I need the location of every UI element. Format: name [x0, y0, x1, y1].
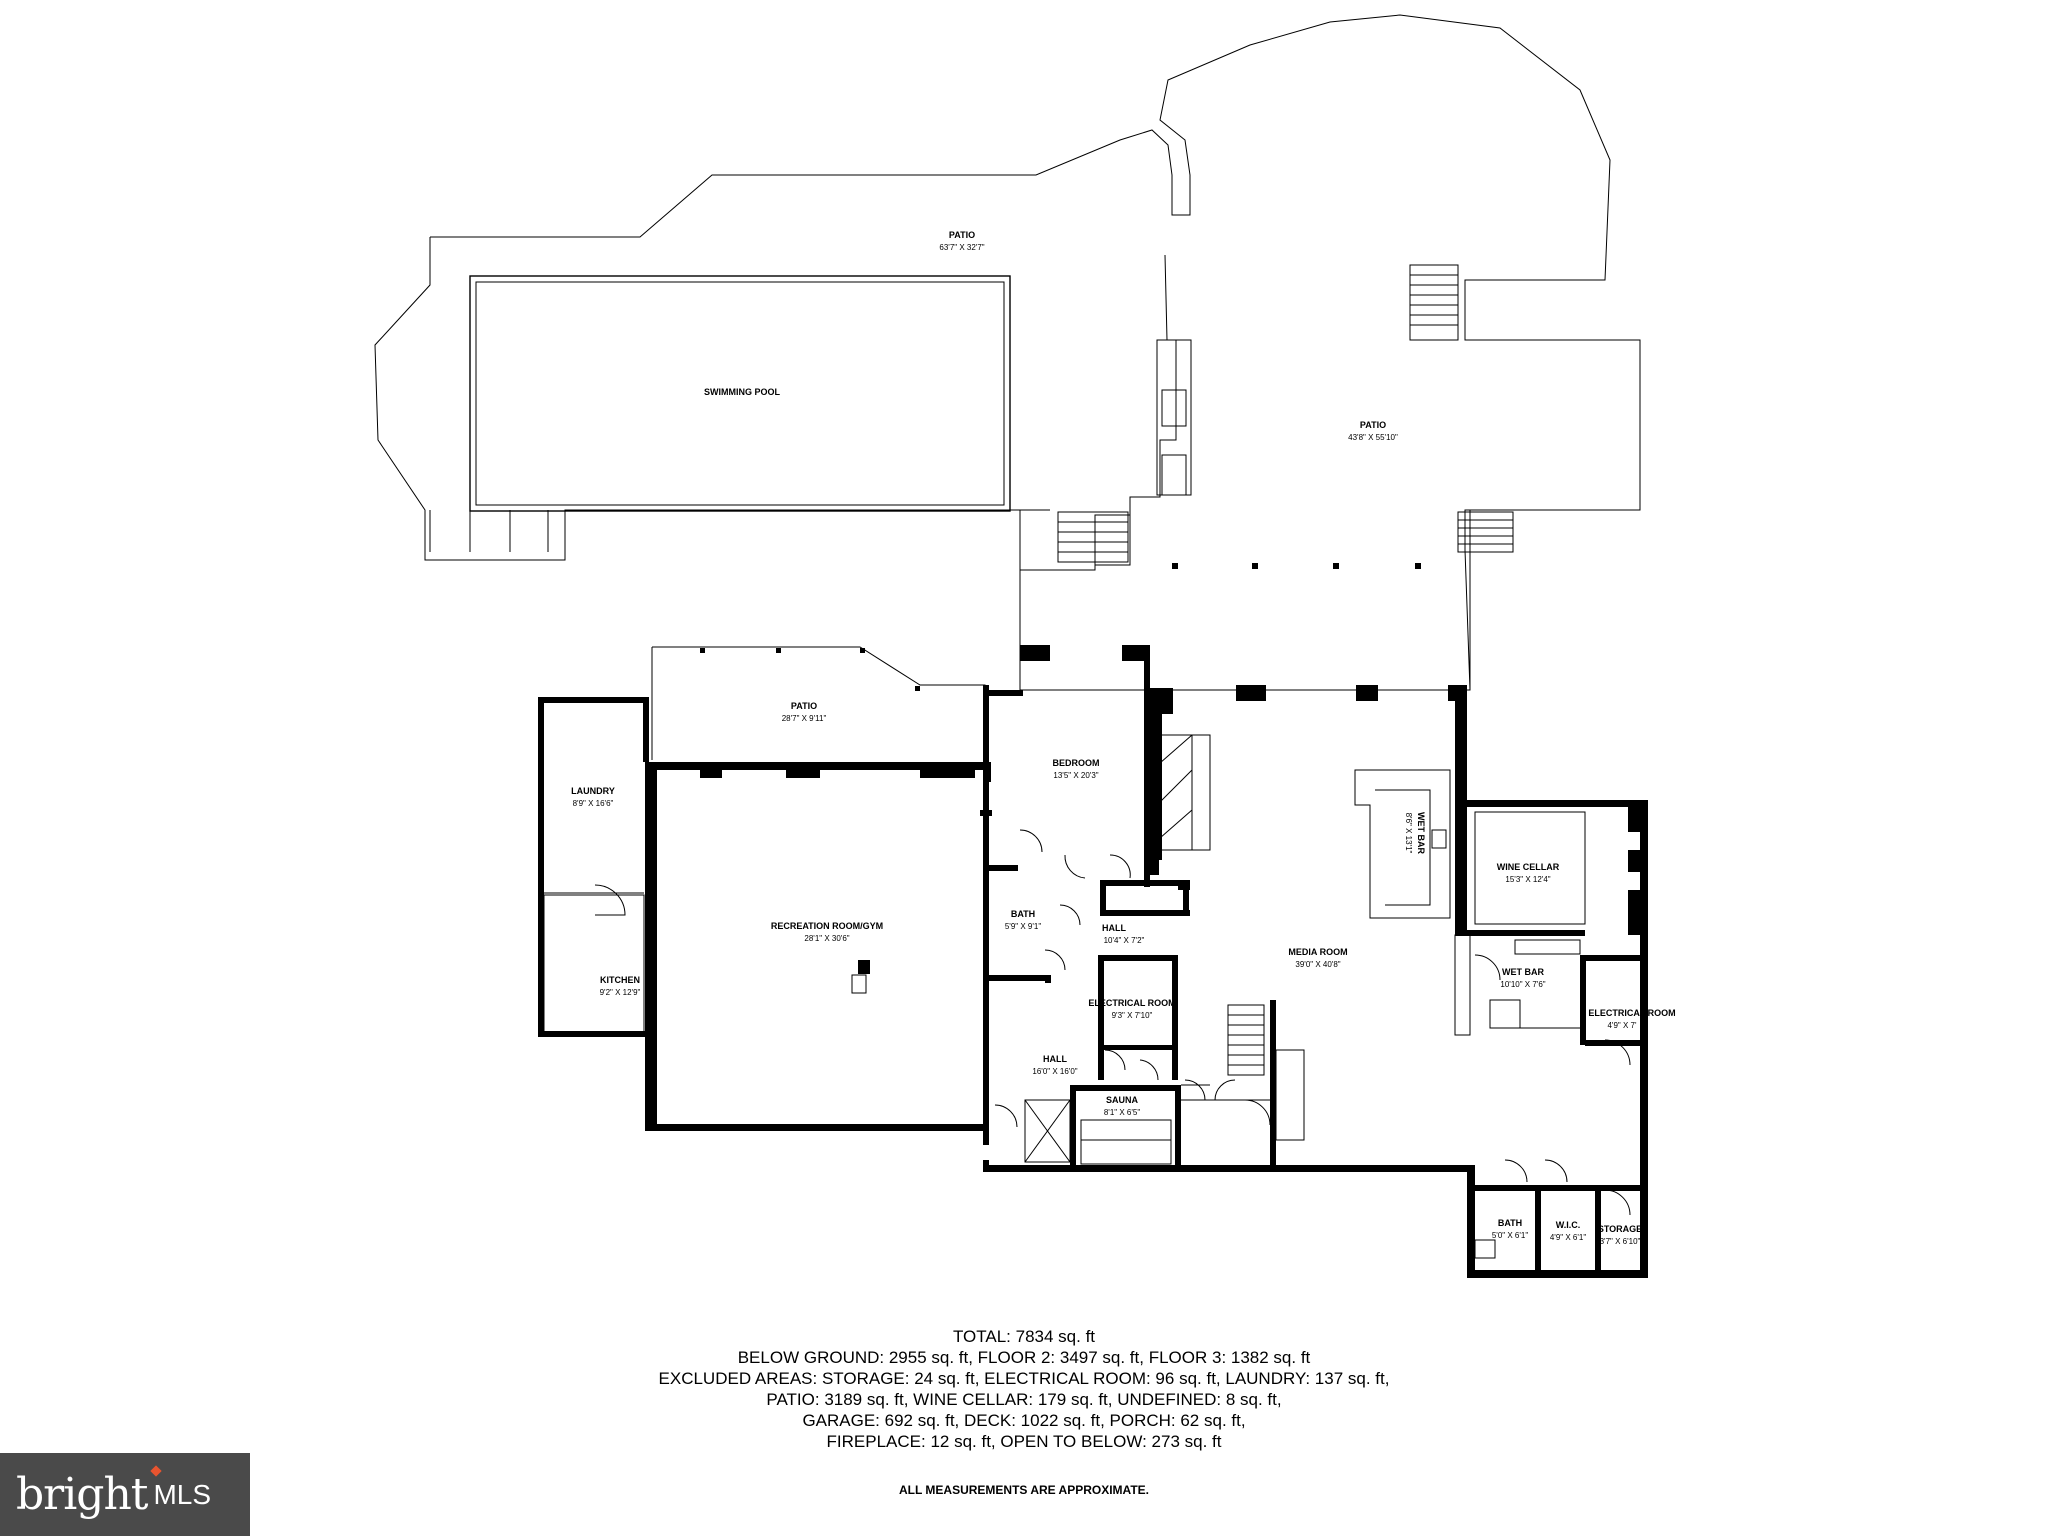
summary-line-total: TOTAL: 7834 sq. ft [952, 1327, 1096, 1346]
summary-line-excluded: EXCLUDED AREAS: STORAGE: 24 sq. ft, ELEC… [658, 1369, 1390, 1388]
logo-accent-icon [150, 1465, 162, 1477]
room-name-storage: STORAGE [1598, 1224, 1642, 1234]
room-name-electrical-2: ELECTRICAL ROOM [1588, 1008, 1675, 1018]
room-dim-bath-2: 5'0" X 6'1" [1492, 1231, 1528, 1240]
room-dim-patio-right: 43'8" X 55'10" [1348, 433, 1398, 442]
room-name-recreation: RECREATION ROOM/GYM [771, 921, 883, 931]
logo-suffix: MLS [153, 1478, 212, 1510]
room-name-sauna: SAUNA [1106, 1095, 1139, 1105]
room-name-patio-small: PATIO [791, 701, 817, 711]
summary-line-floors: BELOW GROUND: 2955 sq. ft, FLOOR 2: 3497… [737, 1348, 1311, 1367]
room-name-swimming-pool: SWIMMING POOL [704, 387, 780, 397]
room-dim-electrical-2: 4'9" X 7' [1607, 1021, 1636, 1030]
doors [594, 829, 1631, 1216]
room-dim-sauna: 8'1" X 6'5" [1104, 1108, 1140, 1117]
room-name-electrical-1: ELECTRICAL ROOM [1088, 998, 1175, 1008]
room-dim-kitchen: 9'2" X 12'9" [600, 988, 641, 997]
room-dim-laundry: 8'9" X 16'6" [573, 799, 614, 808]
room-name-bath-2: BATH [1498, 1218, 1522, 1228]
room-name-bedroom: BEDROOM [1053, 758, 1100, 768]
floor-plan: PATIO 63'7" X 32'7" SWIMMING POOL PATIO … [374, 14, 1676, 1278]
room-name-wet-bar-2: WET BAR [1502, 967, 1544, 977]
room-dim-media: 39'0" X 40'8" [1295, 960, 1340, 969]
room-dim-patio-upper: 63'7" X 32'7" [939, 243, 984, 252]
room-dim-wic: 4'9" X 6'1" [1550, 1233, 1586, 1242]
disclaimer: ALL MEASUREMENTS ARE APPROXIMATE. [898, 1483, 1149, 1497]
room-name-hall-2: HALL [1043, 1054, 1067, 1064]
walls [538, 645, 1648, 1278]
room-dim-bedroom: 13'5" X 20'3" [1053, 771, 1098, 780]
room-dim-wet-bar-1: 8'6" X 13'1" [1404, 813, 1413, 854]
room-dim-hall-2: 16'0" X 16'0" [1032, 1067, 1077, 1076]
room-name-wine-cellar: WINE CELLAR [1497, 862, 1560, 872]
room-name-patio-right: PATIO [1360, 420, 1386, 430]
outdoor-areas [374, 14, 1641, 768]
room-dim-wet-bar-2: 10'10" X 7'6" [1500, 980, 1545, 989]
room-name-patio-upper: PATIO [949, 230, 975, 240]
room-name-kitchen: KITCHEN [600, 975, 640, 985]
room-dim-electrical-1: 9'3" X 7'10" [1112, 1011, 1153, 1020]
summary-line-fireplace: FIREPLACE: 12 sq. ft, OPEN TO BELOW: 273… [826, 1432, 1222, 1451]
room-name-hall-1: HALL [1102, 923, 1126, 933]
area-summary: TOTAL: 7834 sq. ft BELOW GROUND: 2955 sq… [0, 1326, 2048, 1452]
room-name-bath-1: BATH [1011, 909, 1035, 919]
room-labels: PATIO 63'7" X 32'7" SWIMMING POOL PATIO … [571, 230, 1676, 1246]
room-dim-recreation: 28'1" X 30'6" [804, 934, 849, 943]
room-name-wet-bar-1: WET BAR [1416, 812, 1426, 854]
room-name-laundry: LAUNDRY [571, 786, 615, 796]
summary-line-patio: PATIO: 3189 sq. ft, WINE CELLAR: 179 sq.… [766, 1390, 1282, 1409]
bright-mls-logo: bright MLS [0, 1453, 250, 1536]
room-dim-bath-1: 5'9" X 9'1" [1005, 922, 1041, 931]
logo-brand: bright [16, 1469, 148, 1520]
room-dim-wine-cellar: 15'3" X 12'4" [1505, 875, 1550, 884]
room-dim-storage: 3'7" X 6'10" [1600, 1237, 1641, 1246]
room-dim-hall-1: 10'4" X 7'2" [1104, 936, 1145, 945]
room-dim-patio-small: 28'7" X 9'11" [782, 714, 827, 723]
room-name-media: MEDIA ROOM [1288, 947, 1347, 957]
room-name-wic: W.I.C. [1556, 1220, 1581, 1230]
summary-line-garage: GARAGE: 692 sq. ft, DECK: 1022 sq. ft, P… [802, 1411, 1246, 1430]
